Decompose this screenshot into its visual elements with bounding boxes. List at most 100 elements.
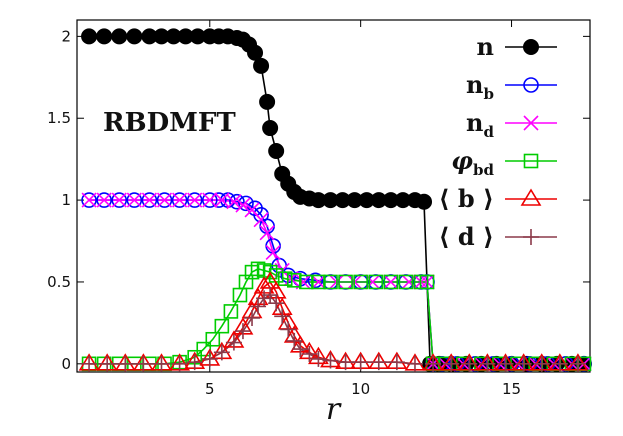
data-point <box>268 142 285 159</box>
data-point <box>401 274 417 290</box>
data-point <box>211 192 227 208</box>
data-point <box>352 354 369 371</box>
data-point <box>551 355 568 372</box>
data-point <box>96 192 112 208</box>
data-point <box>253 212 269 228</box>
rbdmft-annotation: RBDMFT <box>103 108 236 138</box>
data-point <box>365 274 381 290</box>
data-point <box>250 298 267 315</box>
data-point <box>383 274 399 290</box>
x-tick-label-0: 5 <box>205 380 215 398</box>
data-point <box>253 57 270 74</box>
legend-marker <box>523 39 539 55</box>
data-point <box>153 355 170 372</box>
data-point <box>286 332 303 349</box>
data-point <box>201 350 218 367</box>
data-point <box>383 274 399 290</box>
data-point <box>235 197 251 213</box>
data-point <box>186 192 203 208</box>
data-point <box>205 331 221 347</box>
data-point <box>226 194 242 210</box>
data-point <box>569 355 586 372</box>
legend-marker <box>520 188 542 206</box>
data-point <box>202 192 218 208</box>
data-point <box>388 354 405 371</box>
data-point <box>81 192 97 208</box>
x-axis-label: r <box>326 392 342 427</box>
data-point <box>416 193 433 210</box>
data-point <box>310 350 327 367</box>
data-point <box>425 355 442 372</box>
data-point <box>141 192 158 208</box>
data-point <box>171 355 188 372</box>
data-point <box>322 352 339 369</box>
y-tick-label-2: 1 <box>61 191 71 209</box>
data-point <box>126 192 143 208</box>
y-tick-label-0: 0 <box>61 355 71 373</box>
data-point <box>259 93 276 110</box>
data-point <box>461 355 478 372</box>
data-point <box>310 274 326 290</box>
data-point <box>292 341 309 358</box>
data-point <box>126 28 143 45</box>
data-point <box>277 271 293 286</box>
data-point <box>171 192 188 208</box>
data-point <box>244 309 261 326</box>
data-point <box>96 28 113 45</box>
data-point <box>533 355 550 372</box>
legend-item-4: ⟨ b ⟩ <box>439 184 557 213</box>
data-point <box>268 295 285 312</box>
data-point <box>81 192 97 208</box>
data-point <box>259 225 275 241</box>
data-point <box>247 44 264 61</box>
data-point <box>81 355 98 372</box>
legend-label: φbd <box>451 146 494 179</box>
legend-item-0: n <box>477 32 557 61</box>
data-point <box>111 192 128 208</box>
series-points-5 <box>81 287 586 372</box>
data-point <box>443 355 460 372</box>
series-line-5 <box>89 294 578 365</box>
data-point <box>368 274 384 290</box>
legend-item-5: ⟨ d ⟩ <box>439 222 557 251</box>
series-points-3 <box>81 261 592 372</box>
legend-label: nb <box>466 70 494 103</box>
data-point <box>214 318 230 334</box>
data-point <box>172 192 188 208</box>
data-point <box>265 244 281 261</box>
y-tick-label-3: 1.5 <box>47 109 71 127</box>
data-point <box>307 272 324 289</box>
series-markers <box>78 28 592 372</box>
legend-label: nd <box>466 108 494 141</box>
data-point <box>406 355 423 372</box>
data-point <box>96 192 112 208</box>
x-tick-label-1: 10 <box>351 380 370 398</box>
data-point <box>238 195 254 212</box>
legend-label: ⟨ d ⟩ <box>439 222 494 251</box>
data-point <box>262 120 279 137</box>
legend-item-2: nd <box>466 108 557 141</box>
data-point <box>81 28 98 45</box>
y-tick-label-1: 0.5 <box>47 273 71 291</box>
data-point <box>299 274 314 290</box>
data-point <box>301 345 318 362</box>
data-point <box>337 354 354 371</box>
plot-frame <box>76 19 591 373</box>
data-point <box>126 192 142 208</box>
data-point <box>229 193 245 210</box>
data-point <box>99 355 116 372</box>
data-point <box>370 354 387 371</box>
legend: n nb nd φbd ⟨ b ⟩ ⟨ d ⟩ <box>439 32 557 251</box>
data-point <box>479 355 496 372</box>
data-point <box>111 28 128 45</box>
data-point <box>135 355 152 372</box>
legend-marker <box>523 77 539 93</box>
data-point <box>323 274 338 290</box>
data-point <box>338 274 353 290</box>
data-point <box>286 273 302 288</box>
legend-item-1: nb <box>466 70 557 103</box>
data-point <box>156 192 173 208</box>
data-point <box>353 274 368 290</box>
